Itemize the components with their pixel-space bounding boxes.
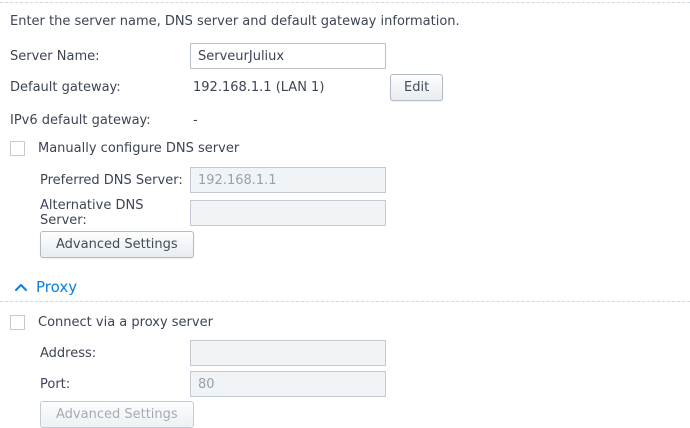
proxy-checkbox-row: Connect via a proxy server — [10, 315, 680, 330]
alternative-dns-row: Alternative DNS Server: — [10, 198, 680, 228]
proxy-panel: Connect via a proxy server Address: Port… — [0, 315, 690, 428]
top-dashed-divider — [0, 2, 690, 3]
network-settings-panel: Enter the server name, DNS server and de… — [0, 14, 690, 296]
manual-dns-checkbox-label[interactable]: Manually configure DNS server — [38, 141, 240, 156]
preferred-dns-input[interactable] — [190, 167, 386, 193]
proxy-address-row: Address: — [10, 340, 680, 366]
manual-dns-checkbox-row: Manually configure DNS server — [10, 141, 680, 156]
default-gateway-label: Default gateway: — [10, 80, 121, 95]
proxy-port-label: Port: — [40, 376, 71, 392]
ipv6-gateway-value: - — [193, 112, 198, 128]
chevron-up-icon[interactable] — [14, 282, 28, 293]
proxy-dashed-divider — [0, 301, 690, 302]
proxy-section-title[interactable]: Proxy — [36, 278, 78, 296]
proxy-address-input[interactable] — [190, 340, 386, 366]
intro-text: Enter the server name, DNS server and de… — [10, 14, 460, 29]
proxy-advanced-row: Advanced Settings — [10, 401, 680, 428]
edit-gateway-button[interactable]: Edit — [390, 74, 444, 101]
preferred-dns-row: Preferred DNS Server: — [10, 167, 680, 193]
server-name-input[interactable] — [190, 43, 386, 69]
ipv6-gateway-row: IPv6 default gateway: - — [10, 107, 680, 133]
proxy-port-input[interactable] — [190, 371, 386, 397]
proxy-advanced-settings-button[interactable]: Advanced Settings — [40, 401, 194, 428]
alternative-dns-label: Alternative DNS Server: — [40, 198, 144, 228]
dns-advanced-row: Advanced Settings — [10, 231, 680, 258]
proxy-connect-checkbox[interactable] — [10, 315, 25, 330]
proxy-address-label: Address: — [40, 345, 97, 361]
proxy-section-header[interactable]: Proxy — [14, 278, 680, 296]
server-name-label: Server Name: — [10, 48, 100, 64]
alternative-dns-input[interactable] — [190, 200, 386, 226]
manual-dns-checkbox[interactable] — [10, 141, 25, 156]
default-gateway-value: 192.168.1.1 (LAN 1) — [193, 80, 325, 95]
default-gateway-row: Default gateway: 192.168.1.1 (LAN 1) Edi… — [10, 74, 680, 101]
proxy-port-row: Port: — [10, 371, 680, 397]
server-name-row: Server Name: — [10, 43, 680, 69]
proxy-connect-checkbox-label[interactable]: Connect via a proxy server — [38, 315, 213, 330]
preferred-dns-label: Preferred DNS Server: — [40, 172, 183, 188]
dns-advanced-settings-button[interactable]: Advanced Settings — [40, 231, 194, 258]
ipv6-gateway-label: IPv6 default gateway: — [10, 112, 151, 128]
